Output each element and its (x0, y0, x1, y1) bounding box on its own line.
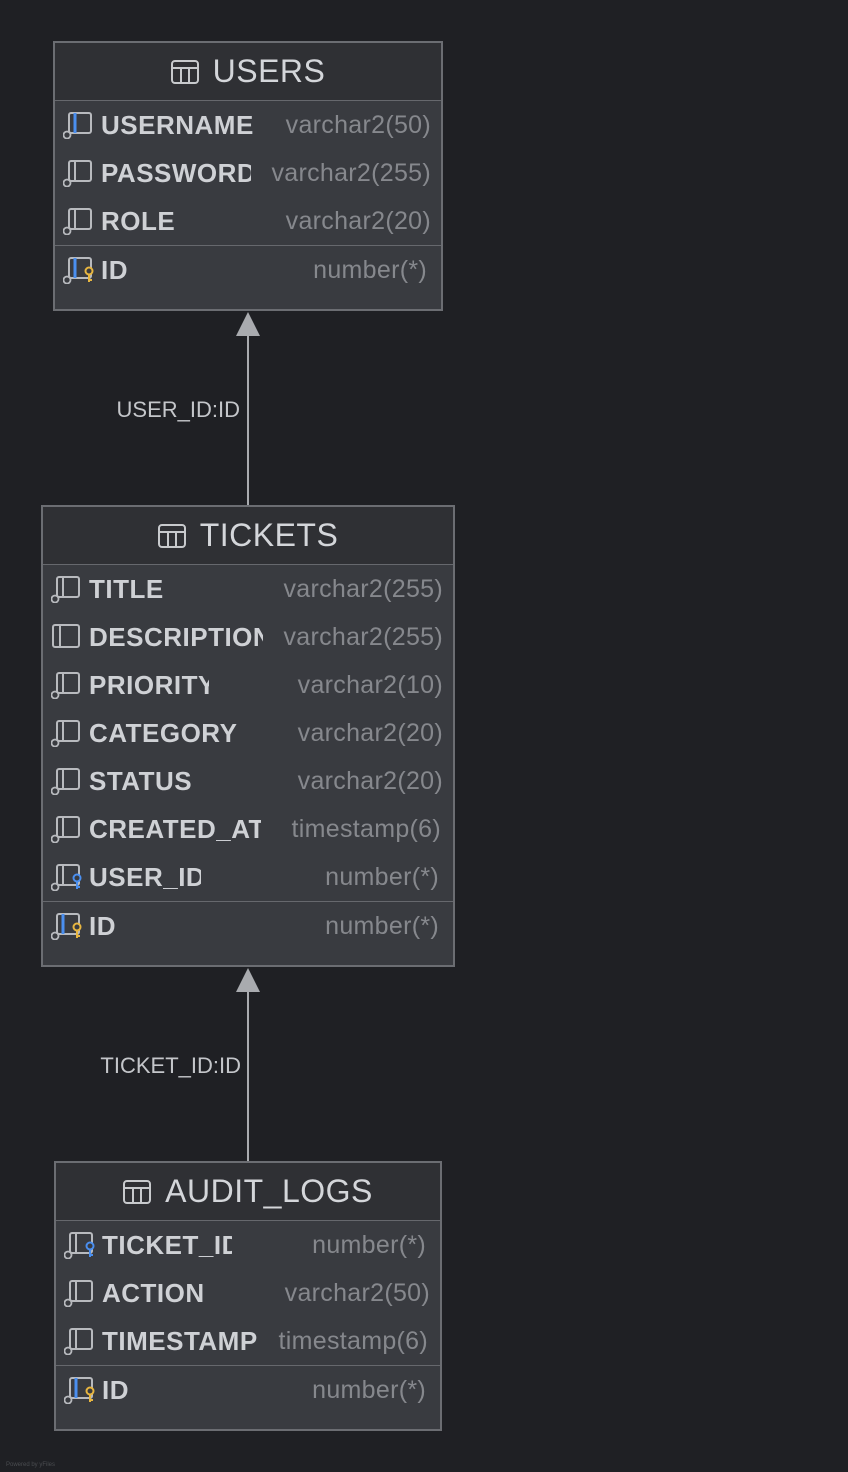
column-not-null-icon (62, 111, 95, 140)
table-tickets[interactable]: TICKETS TITLE varchar2(255) DESCRIPTION … (41, 505, 455, 967)
column-name: ID (89, 911, 116, 941)
primary-key-icon (50, 912, 83, 941)
table-icon (170, 59, 199, 84)
column-name: CATEGORY (89, 717, 238, 748)
column-type: number(*) (325, 862, 439, 891)
column-not-null-icon (50, 671, 83, 700)
column-name: STATUS (89, 765, 193, 796)
primary-key-row[interactable]: ID number(*) (43, 901, 453, 951)
column-type: number(*) (312, 1376, 426, 1404)
column-row[interactable]: PASSWORD varchar2(255) (55, 149, 441, 197)
column-row[interactable]: PRIORITY varchar2(10) (43, 661, 453, 709)
relation-label: USER_ID:ID (116, 397, 240, 422)
table-header: AUDIT_LOGS (56, 1163, 440, 1221)
column-name: ROLE (101, 205, 176, 236)
column-not-null-icon (62, 207, 95, 236)
foreign-key-icon (50, 863, 83, 892)
column-type: varchar2(255) (283, 622, 443, 651)
table-name: AUDIT_LOGS (165, 1173, 373, 1209)
column-type: timestamp(6) (278, 1326, 428, 1355)
column-type: varchar2(10) (297, 670, 443, 699)
column-row[interactable]: DESCRIPTION varchar2(255) (43, 613, 453, 661)
table-header: TICKETS (43, 507, 453, 565)
column-type: number(*) (325, 912, 439, 940)
column-type: varchar2(20) (285, 206, 431, 235)
column-type: varchar2(20) (297, 718, 443, 747)
relation-line-audit-tickets (247, 988, 249, 1162)
column-name: ACTION (102, 1277, 205, 1308)
column-row[interactable]: TIMESTAMP timestamp(6) (56, 1317, 440, 1365)
column-row[interactable]: ACTION varchar2(50) (56, 1269, 440, 1317)
column-type: varchar2(20) (297, 766, 443, 795)
column-name: PRIORITY (89, 669, 209, 700)
primary-key-row[interactable]: ID number(*) (55, 245, 441, 295)
column-not-null-icon (50, 767, 83, 796)
relation-label: TICKET_ID:ID (100, 1053, 241, 1078)
column-row[interactable]: STATUS varchar2(20) (43, 757, 453, 805)
table-name: USERS (212, 53, 326, 89)
column-row[interactable]: CATEGORY varchar2(20) (43, 709, 453, 757)
primary-key-icon (62, 256, 95, 285)
primary-key-row[interactable]: ID number(*) (56, 1365, 440, 1415)
table-users[interactable]: USERS USERNAME varchar2(50) PASSWORD var… (53, 41, 443, 311)
column-type: varchar2(50) (285, 110, 431, 139)
column-type: varchar2(255) (271, 158, 431, 187)
footer-credit: Powered by yFiles (6, 1462, 56, 1468)
column-type: number(*) (312, 1230, 426, 1259)
column-not-null-icon (62, 159, 95, 188)
column-name: DESCRIPTION (89, 621, 263, 652)
column-row[interactable]: ROLE varchar2(20) (55, 197, 441, 245)
column-type: timestamp(6) (291, 814, 441, 843)
column-not-null-icon (63, 1279, 96, 1308)
column-not-null-icon (63, 1327, 96, 1356)
column-row[interactable]: TICKET_ID number(*) (56, 1221, 440, 1269)
column-name: USERNAME (101, 109, 254, 140)
column-row[interactable]: TITLE varchar2(255) (43, 565, 453, 613)
column-row[interactable]: USERNAME varchar2(50) (55, 101, 441, 149)
column-not-null-icon (50, 815, 83, 844)
table-icon (123, 1179, 152, 1204)
table-name: TICKETS (199, 517, 339, 553)
arrowhead-icon (236, 968, 260, 992)
column-name: ID (101, 255, 128, 285)
foreign-key-icon (63, 1231, 96, 1260)
column-type: varchar2(50) (284, 1278, 430, 1307)
column-type: number(*) (313, 256, 427, 284)
column-name: TICKET_ID (102, 1229, 232, 1260)
table-header: USERS (55, 43, 441, 101)
column-row[interactable]: USER_ID number(*) (43, 853, 453, 901)
column-type: varchar2(255) (283, 574, 443, 603)
relation-line-tickets-users (247, 332, 249, 506)
column-nullable-icon (51, 623, 83, 651)
column-row[interactable]: CREATED_AT timestamp(6) (43, 805, 453, 853)
column-name: ID (102, 1375, 129, 1405)
column-name: TIMESTAMP (102, 1325, 258, 1356)
table-audit-logs[interactable]: AUDIT_LOGS TICKET_ID number(*) ACTION va… (54, 1161, 442, 1431)
column-not-null-icon (50, 575, 83, 604)
table-icon (157, 523, 186, 548)
primary-key-icon (63, 1376, 96, 1405)
column-name: TITLE (89, 573, 164, 604)
column-name: USER_ID (89, 861, 201, 892)
column-name: PASSWORD (101, 157, 251, 188)
column-not-null-icon (50, 719, 83, 748)
column-name: CREATED_AT (89, 813, 261, 844)
arrowhead-icon (236, 312, 260, 336)
